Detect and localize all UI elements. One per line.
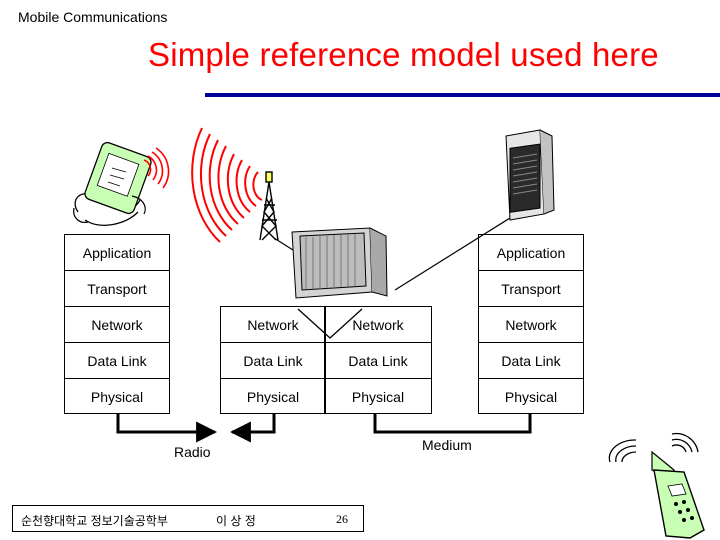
layer-physical: Physical <box>246 389 300 405</box>
layer-data-link: Data Link <box>221 343 325 379</box>
footer-author: 이 상 정 <box>216 514 256 528</box>
server-protocol-stack: Application Transport Network Data Link … <box>478 234 584 414</box>
layer-physical: Physical <box>504 389 558 405</box>
medium-link-line <box>373 414 532 434</box>
base-station-left-stack: Network Data Link Physical <box>220 306 326 414</box>
radio-link-arrow-right <box>116 414 218 443</box>
pda-waves-icon <box>143 147 170 189</box>
medium-label: Medium <box>422 437 472 453</box>
layer-network: Network <box>65 307 169 343</box>
mobile-protocol-stack: Application Transport Network Data Link … <box>64 234 170 414</box>
antenna-tower-icon <box>259 171 279 241</box>
layer-network: Network <box>221 307 325 343</box>
title-underline <box>205 93 720 97</box>
layer-data-link: Data Link <box>65 343 169 379</box>
course-header: Mobile Communications <box>18 9 168 25</box>
base-station-right-stack: Network Data Link Physical <box>324 306 432 414</box>
layer-transport: Transport <box>479 271 583 307</box>
footer-school: 순천향대학교 정보기술공학부 <box>21 514 168 528</box>
server-icon <box>505 129 555 221</box>
radio-label: Radio <box>174 444 211 460</box>
base-station-icon <box>291 227 388 299</box>
layer-network: Network <box>325 307 431 343</box>
relay-connector <box>297 308 363 339</box>
layer-application: Application <box>65 235 169 271</box>
page-number: 26 <box>336 512 348 526</box>
layer-application: Application <box>479 235 583 271</box>
cellphone-icon <box>608 432 705 539</box>
layer-network: Network <box>479 307 583 343</box>
slide-title: Simple reference model used here <box>148 36 659 73</box>
layer-data-link: Data Link <box>325 343 431 379</box>
radio-waves-icon <box>191 127 263 243</box>
radio-link-arrow-left <box>229 414 276 443</box>
layer-data-link: Data Link <box>479 343 583 379</box>
footer-box: 순천향대학교 정보기술공학부 이 상 정 26 <box>12 505 364 532</box>
layer-physical: Physical <box>351 389 405 405</box>
pda-hand-icon <box>73 141 152 226</box>
server-link-line <box>394 217 511 291</box>
layer-transport: Transport <box>65 271 169 307</box>
layer-physical: Physical <box>90 389 144 405</box>
